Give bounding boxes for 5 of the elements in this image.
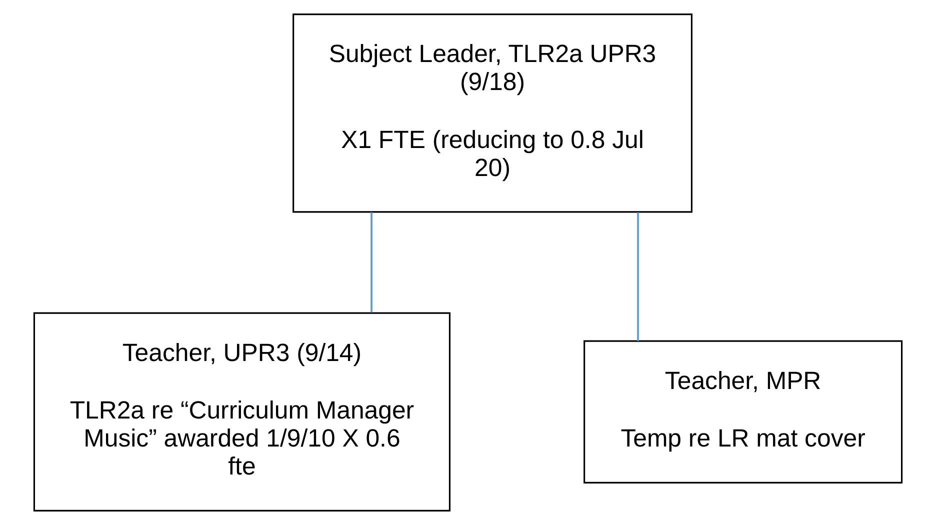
node-box: Teacher, MPR Temp re LR mat cover — [584, 340, 903, 484]
connector — [370, 212, 372, 313]
node-box: Teacher, UPR3 (9/14) TLR2a re “Curriculum Manager Music” awarded 1/9/10 X 0.6 fte — [33, 312, 450, 512]
node-box: Subject Leader, TLR2a UPR3 (9/18) X1 FTE (reducing to 0.8 Jul 20) — [292, 14, 692, 213]
connector — [637, 212, 639, 341]
